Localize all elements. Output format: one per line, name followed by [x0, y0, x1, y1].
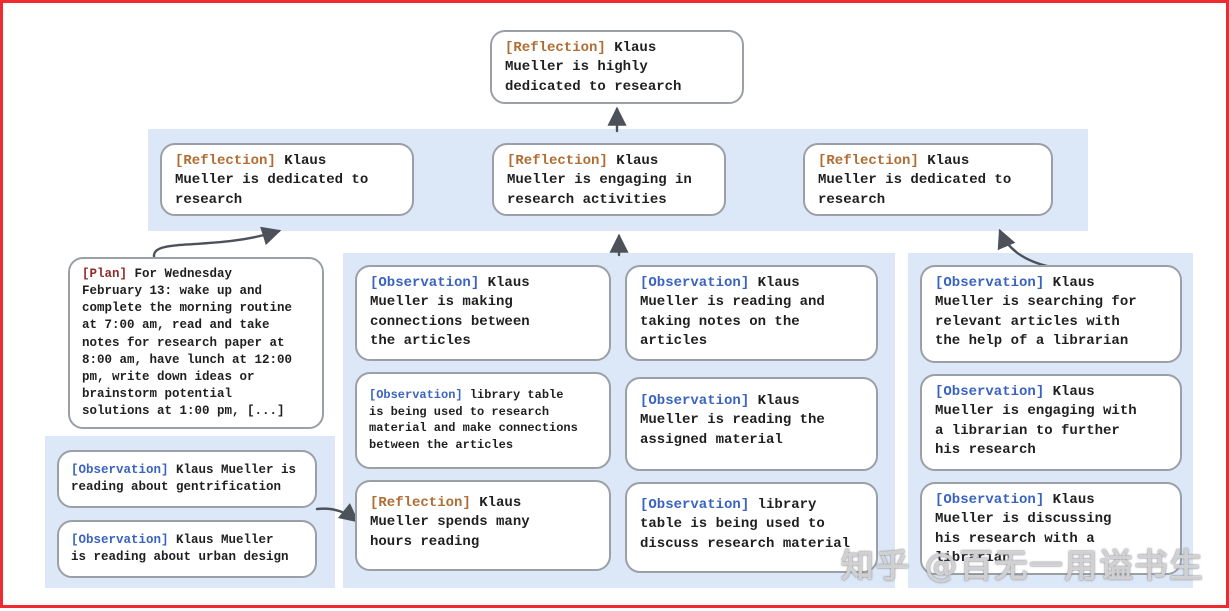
- memory-node-plan: [Plan] For Wednesday February 13: wake u…: [68, 257, 324, 429]
- node-text: Klaus Mueller is reading and taking note…: [640, 275, 825, 349]
- node-text: Klaus Mueller is reading about urban des…: [71, 533, 289, 565]
- memory-node-observation-urban-design: [Observation] Klaus Mueller is reading a…: [57, 520, 317, 578]
- memory-node-observation-engaging-librarian: [Observation] Klaus Mueller is engaging …: [920, 374, 1182, 471]
- tag-observation: [Observation]: [640, 275, 750, 291]
- memory-node-reflection-hours-reading: [Reflection] Klaus Mueller spends many h…: [355, 480, 611, 571]
- node-text: Klaus Mueller is engaging in research ac…: [507, 153, 692, 208]
- memory-node-root-reflection: [Reflection] Klaus Mueller is highly ded…: [490, 30, 744, 104]
- tag-observation: [Observation]: [640, 497, 750, 513]
- tag-observation: [Observation]: [640, 393, 750, 409]
- node-text: Klaus Mueller is dedicated to research: [818, 153, 1012, 208]
- tag-reflection: [Reflection]: [370, 495, 471, 511]
- node-text: Klaus Mueller is dedicated to research: [175, 153, 369, 208]
- tag-reflection: [Reflection]: [818, 153, 919, 169]
- zhihu-watermark: 知乎 @百无一用谥书生: [841, 546, 1205, 585]
- memory-node-observation-taking-notes: [Observation] Klaus Mueller is reading a…: [625, 265, 878, 361]
- memory-node-observation-searching-articles: [Observation] Klaus Mueller is searching…: [920, 265, 1182, 363]
- tag-observation: [Observation]: [71, 533, 169, 547]
- tag-observation: [Observation]: [935, 384, 1045, 400]
- memory-node-observation-discussing-research: [Observation] Klaus Mueller is discussin…: [920, 482, 1182, 575]
- tag-observation: [Observation]: [935, 492, 1045, 508]
- memory-node-reflection-left: [Reflection] Klaus Mueller is dedicated …: [160, 143, 414, 216]
- node-text: Klaus Mueller is reading about gentrific…: [71, 463, 297, 495]
- node-text: Klaus Mueller is discussing his research…: [935, 492, 1112, 566]
- node-text: Klaus Mueller spends many hours reading: [370, 495, 530, 550]
- tag-observation: [Observation]: [935, 275, 1045, 291]
- tag-reflection: [Reflection]: [505, 40, 606, 56]
- tag-observation: [Observation]: [71, 463, 169, 477]
- memory-node-observation-assigned-material: [Observation] Klaus Mueller is reading t…: [625, 377, 878, 471]
- memory-node-observation-library-table-discuss: [Observation] library table is being use…: [625, 482, 878, 573]
- node-text: Klaus Mueller is engaging with a librari…: [935, 384, 1137, 458]
- memory-node-reflection-middle: [Reflection] Klaus Mueller is engaging i…: [492, 143, 726, 216]
- node-text: Klaus Mueller is reading the assigned ma…: [640, 393, 825, 448]
- node-text: For Wednesday February 13: wake up and c…: [82, 267, 293, 418]
- node-text: Klaus Mueller is making connections betw…: [370, 275, 530, 349]
- node-text: library table is being used to discuss r…: [640, 497, 851, 552]
- node-text: Klaus Mueller is highly dedicated to res…: [505, 40, 682, 95]
- tag-observation: [Observation]: [370, 275, 480, 291]
- memory-node-reflection-right: [Reflection] Klaus Mueller is dedicated …: [803, 143, 1053, 216]
- memory-node-observation-making-connections: [Observation] Klaus Mueller is making co…: [355, 265, 611, 361]
- tag-reflection: [Reflection]: [507, 153, 608, 169]
- tag-observation: [Observation]: [369, 388, 463, 402]
- tag-plan: [Plan]: [82, 267, 128, 281]
- memory-node-observation-gentrification: [Observation] Klaus Mueller is reading a…: [57, 450, 317, 508]
- memory-node-observation-library-table-research: [Observation] library table is being use…: [355, 372, 611, 469]
- node-text: Klaus Mueller is searching for relevant …: [935, 275, 1137, 349]
- node-text: library table is being used to research …: [369, 388, 578, 452]
- tag-reflection: [Reflection]: [175, 153, 276, 169]
